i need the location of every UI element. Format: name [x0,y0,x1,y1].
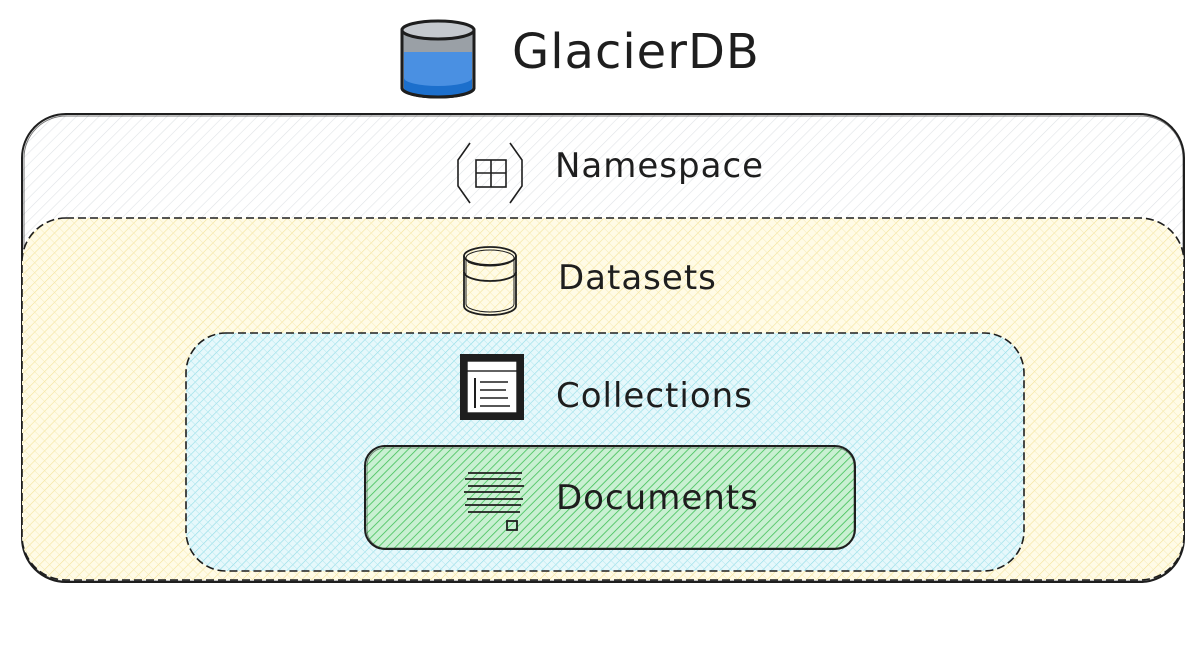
documents-container [364,445,856,550]
namespace-icon [457,142,523,204]
database-icon [463,246,517,316]
datasets-label: Datasets [558,258,717,298]
collections-label: Collections [556,376,753,416]
documents-label: Documents [556,478,759,518]
document-lines-icon [464,472,524,531]
namespace-label: Namespace [555,146,765,186]
database-logo-icon [400,19,476,99]
diagram-title: GlacierDB [512,24,760,80]
notebook-icon [460,354,524,420]
